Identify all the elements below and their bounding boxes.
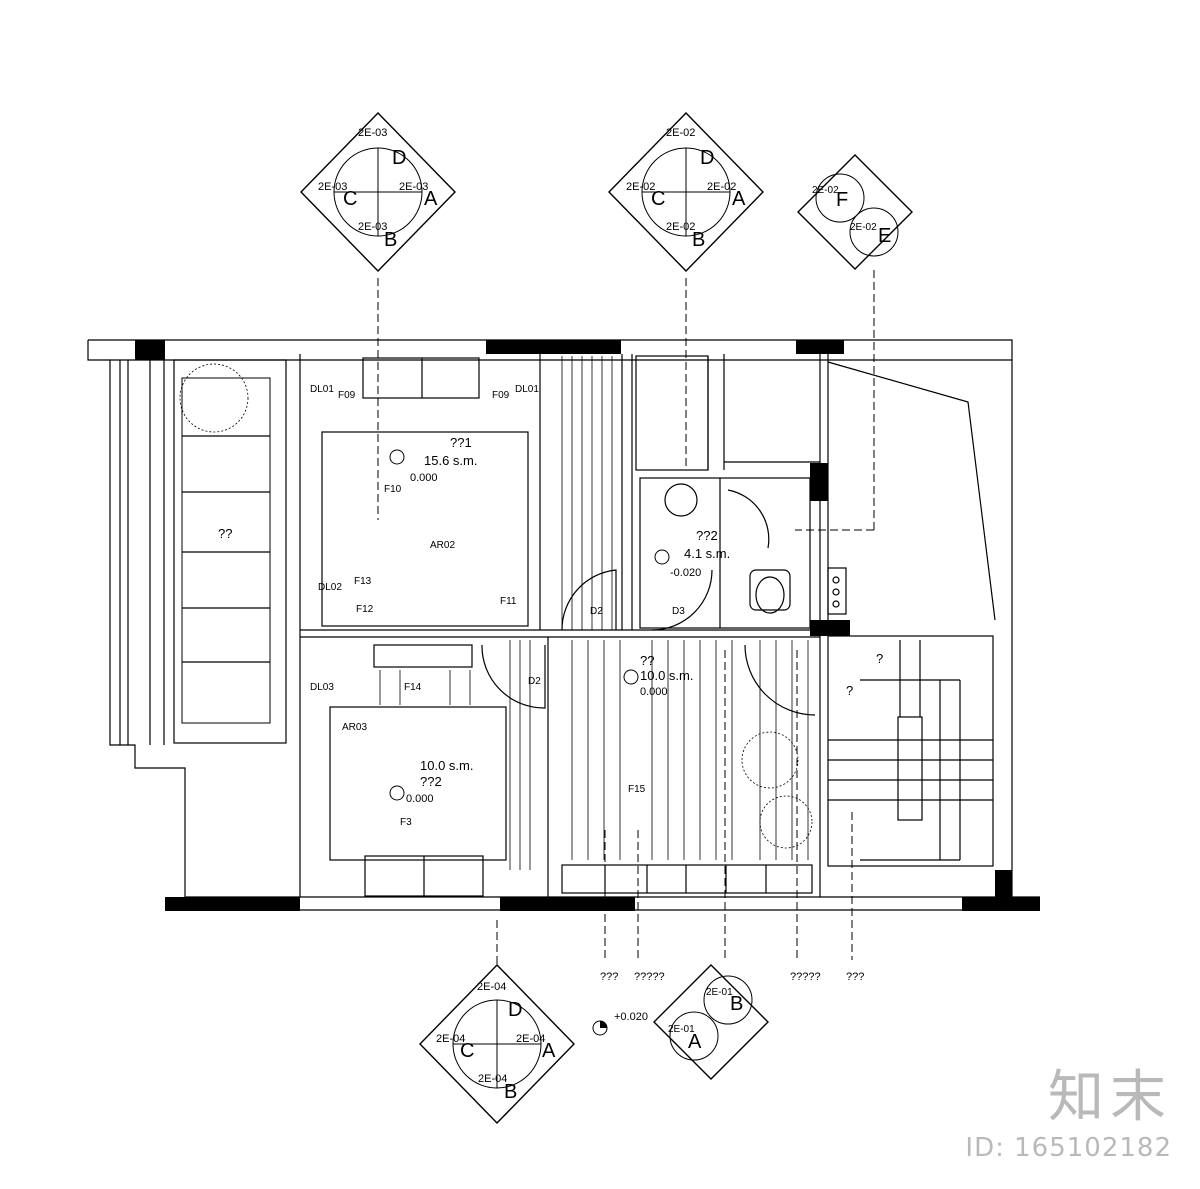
bedroom2-tag: AR03 xyxy=(342,722,367,733)
svg-text:2E-04: 2E-04 xyxy=(477,981,506,993)
living-name: ?? xyxy=(640,653,654,668)
bedroom1-level: 0.000 xyxy=(410,472,438,484)
svg-text:2E-03: 2E-03 xyxy=(358,221,387,233)
svg-text:2E-02: 2E-02 xyxy=(666,221,695,233)
bedroom1-name: ??1 xyxy=(450,435,472,450)
svg-text:D: D xyxy=(508,999,522,1021)
basin-fixture xyxy=(664,483,698,517)
wardrobe xyxy=(635,355,709,471)
window-tag: DL01 xyxy=(515,384,539,395)
svg-text:A: A xyxy=(542,1040,556,1062)
furniture-tag: F09 xyxy=(492,390,510,401)
svg-text:2E-01: 2E-01 xyxy=(706,987,733,998)
bathroom-name: ??2 xyxy=(696,528,718,543)
bedroom1-tag: AR02 xyxy=(430,540,455,551)
structural-columns xyxy=(135,340,1040,911)
stair-label-2: ? xyxy=(846,683,853,698)
svg-text:2E-04: 2E-04 xyxy=(478,1073,507,1085)
svg-text:C: C xyxy=(460,1040,474,1062)
furniture-tag: F11 xyxy=(500,596,517,607)
svg-text:+0.020: +0.020 xyxy=(614,1011,648,1023)
bedroom2-level: 0.000 xyxy=(406,793,434,805)
door-tag: D3 xyxy=(672,606,685,617)
living-area: 10.0 s.m. xyxy=(640,668,693,683)
door-tag: D2 xyxy=(528,676,541,687)
balcony-name: ?? xyxy=(218,526,232,541)
elevation-marker-2e-04: D A C B 2E-04 2E-04 2E-04 2E-04 xyxy=(419,963,575,1125)
elevation-marker-2e-01: B A 2E-01 2E-01 xyxy=(653,964,769,1080)
balcony-planter xyxy=(173,359,287,744)
furniture-tag: F15 xyxy=(628,784,646,795)
callout-text: ????? xyxy=(634,971,665,983)
callouts: ??? ????? ????? ??? xyxy=(600,971,864,983)
callout-text: ??? xyxy=(846,971,864,983)
bedroom2-area: 10.0 s.m. xyxy=(420,758,473,773)
svg-text:2E-02: 2E-02 xyxy=(666,127,695,139)
outer-wall-outline xyxy=(87,339,1013,897)
svg-text:D: D xyxy=(392,147,406,169)
bedroom2-name: ??2 xyxy=(420,774,442,789)
svg-text:E: E xyxy=(878,225,891,247)
furniture-tag: F12 xyxy=(356,604,374,615)
bed2 xyxy=(329,706,507,861)
stair-label-1: ? xyxy=(876,651,883,666)
plant-symbol xyxy=(179,363,249,433)
living-level: 0.000 xyxy=(640,686,668,698)
level-marker: +0.020 xyxy=(592,1011,648,1036)
callout-text: ????? xyxy=(790,971,821,983)
svg-text:2E-04: 2E-04 xyxy=(516,1033,545,1045)
callout-text: ??? xyxy=(600,971,618,983)
svg-text:2E-03: 2E-03 xyxy=(358,127,387,139)
svg-text:A: A xyxy=(732,188,746,210)
door-arc-d3 xyxy=(651,569,713,631)
tags: F09 F09 F10 F13 F12 F11 F14 F3 F15 D2 D3… xyxy=(310,384,685,828)
elevation-marker-2e-03: D A C B 2E-03 2E-03 2E-03 2E-03 xyxy=(300,111,456,273)
svg-text:2E-04: 2E-04 xyxy=(436,1033,465,1045)
svg-text:F: F xyxy=(836,189,848,211)
bed1 xyxy=(321,431,529,627)
svg-text:C: C xyxy=(343,188,357,210)
svg-text:2E-03: 2E-03 xyxy=(399,181,428,193)
door-arc-d2-upper xyxy=(561,569,617,631)
room-labels: ??1 15.6 s.m. 0.000 AR02 ??2 4.1 s.m. -0… xyxy=(218,435,883,805)
door-tag: D2 xyxy=(590,606,603,617)
furniture-tag: F13 xyxy=(354,576,372,587)
bathroom-level: -0.020 xyxy=(670,567,701,579)
svg-text:2E-02: 2E-02 xyxy=(707,181,736,193)
door-arc-d2-lower xyxy=(481,644,546,709)
elevation-marker-2e-02: D A C B 2E-02 2E-02 2E-02 2E-02 xyxy=(608,111,764,273)
svg-text:2E-02: 2E-02 xyxy=(626,181,655,193)
furniture-tag: F10 xyxy=(384,484,402,495)
stair-core xyxy=(827,635,994,867)
window-tag: DL02 xyxy=(318,582,342,593)
svg-text:2E-02: 2E-02 xyxy=(812,185,839,196)
svg-text:2E-03: 2E-03 xyxy=(318,181,347,193)
window-tag: DL01 xyxy=(310,384,334,395)
bathroom-area: 4.1 s.m. xyxy=(684,546,730,561)
watermark-logo: 知末 xyxy=(1048,1065,1172,1130)
furniture-tag: F14 xyxy=(404,682,422,693)
svg-text:B: B xyxy=(730,993,743,1015)
furniture-tag: F3 xyxy=(400,817,412,828)
svg-text:2E-01: 2E-01 xyxy=(668,1024,695,1035)
svg-text:2E-02: 2E-02 xyxy=(850,222,877,233)
svg-text:A: A xyxy=(424,188,438,210)
svg-text:A: A xyxy=(688,1031,702,1053)
bathroom-outline xyxy=(639,477,811,629)
svg-text:C: C xyxy=(651,188,665,210)
bedroom1-area: 15.6 s.m. xyxy=(424,453,477,468)
elevation-marker-2e-02-ef: F E 2E-02 2E-02 xyxy=(797,154,913,270)
svg-text:B: B xyxy=(504,1081,517,1103)
svg-text:D: D xyxy=(700,147,714,169)
window-tag: DL03 xyxy=(310,682,334,693)
svg-text:B: B xyxy=(692,229,705,251)
furniture-tag: F09 xyxy=(338,390,356,401)
svg-text:B: B xyxy=(384,229,397,251)
watermark-id: ID: 165102182 xyxy=(965,1133,1172,1163)
